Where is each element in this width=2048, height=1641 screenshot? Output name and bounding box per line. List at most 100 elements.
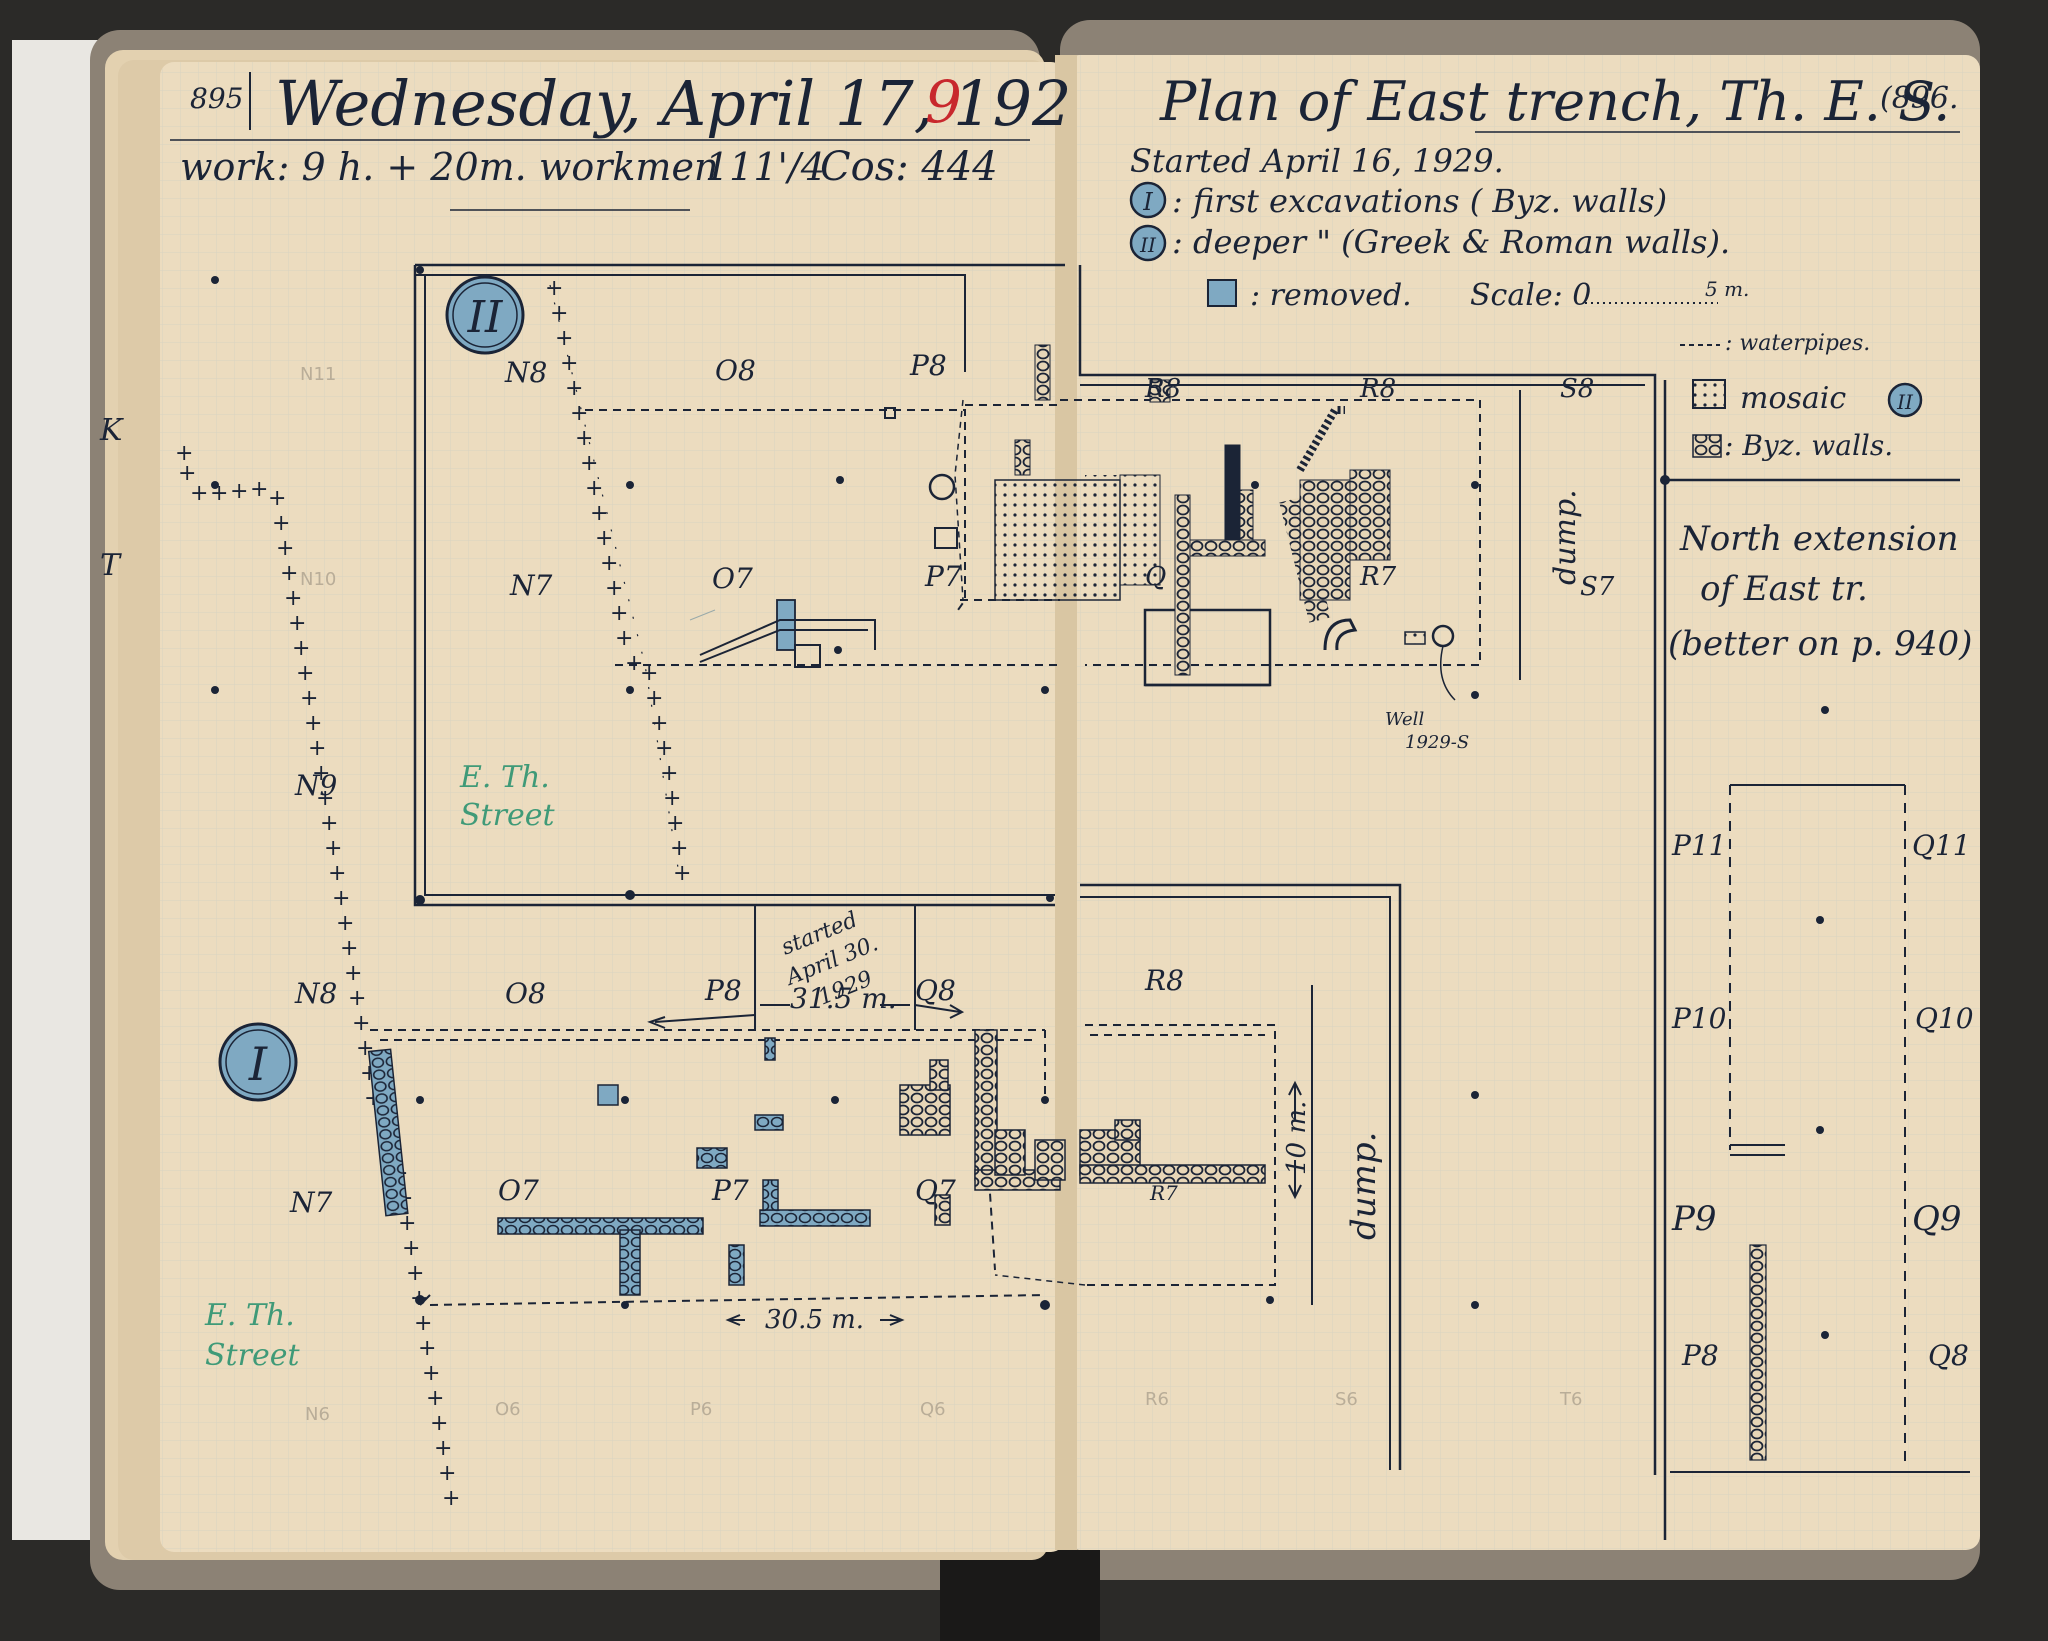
svg-text:+: +: [560, 351, 578, 376]
grid-label-r7: R7: [1359, 562, 1397, 592]
svg-text:+: +: [442, 1486, 460, 1511]
svg-text:+: +: [268, 486, 286, 511]
legend-key: II: [1139, 233, 1157, 257]
svg-text:+: +: [645, 686, 663, 711]
grid-label-n7: N7: [509, 569, 553, 602]
grid-label-n8-lower: N8: [294, 977, 337, 1010]
faint-label: P6: [690, 1399, 712, 1420]
waterpipes-label: : waterpipes.: [1725, 331, 1870, 356]
grid-label-r8-alt: R8: [1359, 374, 1396, 404]
svg-text:+: +: [625, 651, 643, 676]
dump-label-lower: dump.: [1344, 1132, 1384, 1240]
svg-text:+: +: [565, 376, 583, 401]
svg-text:+: +: [655, 736, 673, 761]
dump-label-upper: dump.: [1548, 489, 1583, 585]
svg-text:+: +: [250, 477, 268, 502]
ten-m-label: 10 m.: [1282, 1101, 1312, 1175]
faint-label: N10: [300, 569, 336, 590]
svg-text:+: +: [660, 761, 678, 786]
street-label-line: Street: [460, 798, 555, 833]
grid-labels-right-upper: R8 R8 S8 Q R7 S7 Well 1929-S dump.: [1144, 374, 1615, 753]
svg-text:+: +: [308, 736, 326, 761]
legend-text: : deeper " (Greek & Roman walls).: [1172, 223, 1730, 261]
count-value: 111'/4: [705, 145, 825, 189]
svg-text:+: +: [344, 961, 362, 986]
svg-text:+: +: [418, 1336, 436, 1361]
right-page-number: (896.: [1880, 81, 1959, 116]
grid-label-s7: S7: [1580, 572, 1615, 602]
measure-bottom: [725, 1314, 905, 1326]
ext-label: P11: [1671, 829, 1726, 862]
marker-i: I: [218, 1022, 298, 1102]
marker-ii-label: II: [467, 292, 504, 343]
svg-text:+: +: [276, 536, 294, 561]
mosaic-swatch: [1692, 379, 1726, 409]
north-extension-plan: [1670, 784, 1970, 1473]
street-label-lower: E. Th. Street: [204, 1298, 300, 1373]
measure-bottom-label: 30.5 m.: [765, 1305, 864, 1335]
grid-label-n7-lower: N7: [289, 1186, 333, 1219]
legend: I : first excavations ( Byz. walls) II :…: [1129, 181, 1923, 462]
svg-text:+: +: [296, 661, 314, 686]
svg-text:+: +: [666, 811, 684, 836]
svg-text:+: +: [320, 811, 338, 836]
svg-text:+: +: [332, 886, 350, 911]
svg-text:+: +: [545, 276, 563, 301]
grid-label-p7-lower: P7: [711, 1174, 749, 1207]
svg-text:+: +: [280, 561, 298, 586]
grid-label-q: Q: [1145, 562, 1166, 592]
measure-top: 31.5 m.: [790, 982, 897, 1015]
marker-ii: II: [445, 275, 525, 355]
north-ext-line: North extension: [1679, 519, 1959, 559]
svg-text:+: +: [178, 461, 196, 486]
mosaic-label: mosaic: [1740, 381, 1846, 416]
coins-label: Cos: 444: [820, 144, 998, 190]
svg-text:+: +: [406, 1261, 424, 1286]
margin-letter-k: K: [99, 413, 124, 448]
grid-label-o8-lower: O8: [505, 977, 546, 1010]
grid-label-n9: N9: [294, 769, 337, 802]
grid-label-s8: S8: [1560, 374, 1594, 404]
grid-label-p7: P7: [924, 560, 962, 593]
svg-text:+: +: [304, 711, 322, 736]
connecting-strip: [647, 905, 965, 1030]
plan-title: Plan of East trench, Th. E. S.: [1159, 70, 1950, 133]
ext-label: Q8: [1928, 1339, 1969, 1372]
mosaic-marker: II: [1896, 390, 1914, 414]
grid-labels-lower: N8 O8 P8 Q8 N7 O7 P7 Q7: [289, 974, 956, 1219]
svg-text:+: +: [605, 576, 623, 601]
well-label: Well: [1385, 709, 1424, 730]
svg-text:+: +: [438, 1461, 456, 1486]
svg-text:+: +: [615, 626, 633, 651]
svg-text:+: +: [430, 1411, 448, 1436]
water-pipe-upper: ++++ ++++ ++++ ++++ ++++ +++++: [545, 276, 691, 886]
faint-labels-right: R6 S6 T6: [1145, 1389, 1582, 1410]
svg-text:+: +: [352, 1011, 370, 1036]
marker-i-label: I: [248, 1037, 268, 1091]
trench-ii-right: [1078, 265, 1960, 1540]
grid-labels-right-lower: R8 R7 10 m. dump.: [1144, 964, 1384, 1240]
grid-label-o7: O7: [712, 562, 753, 595]
byz-walls-swatch: [1692, 434, 1722, 458]
street-label-upper: E. Th. Street: [459, 760, 555, 833]
grid-label-p8-lower: P8: [704, 974, 742, 1007]
svg-text:+: +: [230, 479, 248, 504]
svg-text:+: +: [585, 476, 603, 501]
trench-ii-features: [689, 344, 1161, 668]
faint-label: Q6: [920, 1399, 946, 1420]
removed-swatch: [1207, 279, 1237, 307]
svg-text:+: +: [555, 326, 573, 351]
trench-ii-plan: [413, 263, 1481, 907]
svg-text:+: +: [422, 1361, 440, 1386]
grid-label-n8: N8: [504, 356, 547, 389]
faint-labels-left: N11 N10 N6 O6 P6 Q6: [300, 364, 946, 1425]
faint-label: N6: [305, 1404, 330, 1425]
legend-text: : first excavations ( Byz. walls): [1172, 182, 1667, 220]
well-number: 1929-S: [1405, 732, 1469, 753]
svg-text:+: +: [312, 761, 330, 786]
street-label-line: E. Th.: [459, 760, 550, 795]
trench-ii-right-features: [1149, 379, 1456, 701]
removed-label: : removed.: [1250, 278, 1412, 313]
svg-text:+: +: [324, 836, 342, 861]
